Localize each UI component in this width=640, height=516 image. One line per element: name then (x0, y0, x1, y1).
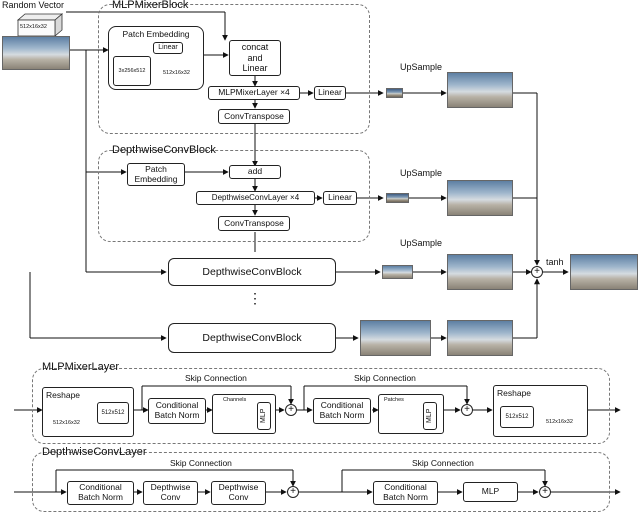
mlp-box-2: MLP (423, 402, 437, 430)
reshape-dims-d: 512x16x32 (546, 419, 573, 425)
linear-box-1: Linear (314, 86, 346, 100)
sum-node-mlp-1: + (285, 404, 297, 416)
channels-label: Channels (223, 397, 247, 403)
dw-sum-node-2: + (539, 486, 551, 498)
reshape-label-1: Reshape (46, 390, 81, 400)
depthwise-conv-layer-region (32, 452, 610, 512)
dw-skip-connection-label-2: Skip Connection (412, 458, 474, 468)
upsample-label-1: UpSample (400, 62, 443, 72)
dw-conditional-batch-norm-1: Conditional Batch Norm (67, 481, 134, 505)
random-vector-dims: 512x16x32 (20, 24, 47, 30)
mlp-mixer-block-region (98, 4, 370, 134)
sum-node: + (531, 266, 543, 278)
concat-linear-box: concat and Linear (229, 40, 281, 76)
depthwise-conv-box-2: Depthwise Conv (211, 481, 266, 505)
upsampled-image-2 (447, 180, 513, 216)
mlp-mixer-layer-title: MLPMixerLayer (42, 361, 120, 373)
dw-skip-connection-label-1: Skip Connection (170, 458, 232, 468)
mlp-box-1: MLP (257, 402, 271, 430)
input-image (2, 36, 70, 70)
upsample-label-2: UpSample (400, 168, 443, 178)
patches-label: Patches (384, 397, 404, 403)
dw-mlp-box: MLP (463, 482, 518, 502)
depthwise-conv-layer-box: DepthwiseConvLayer ×4 (196, 191, 315, 205)
tanh-label: tanh (546, 257, 564, 267)
feature-thumb-1 (386, 88, 403, 98)
linear-box-small: Linear (153, 42, 183, 54)
mlp-mixer-block-title: MLPMixerBlock (112, 0, 189, 11)
feature-thumb-2 (386, 193, 409, 203)
upsampled-image-1 (447, 72, 513, 108)
reshape-label-2: Reshape (497, 388, 532, 398)
patch-dims-b: 512x16x32 (163, 70, 190, 76)
depthwise-conv-block-1: DepthwiseConvBlock (168, 258, 336, 286)
conditional-batch-norm-1: Conditional Batch Norm (148, 398, 206, 424)
linear-box-2: Linear (323, 191, 357, 205)
reshape-dims-c: 512x512 (500, 406, 534, 428)
conditional-batch-norm-2: Conditional Batch Norm (313, 398, 371, 424)
patch-embedding-label: Patch Embedding (122, 29, 190, 39)
feature-image-4 (360, 320, 431, 356)
add-box: add (229, 165, 281, 179)
upsampled-image-4 (447, 320, 513, 356)
dw-conditional-batch-norm-2: Conditional Batch Norm (373, 481, 438, 505)
dw-sum-node-1: + (287, 486, 299, 498)
skip-connection-label-2: Skip Connection (354, 373, 416, 383)
reshape-dims-b: 512x512 (97, 402, 129, 424)
patch-embedding-box-2: Patch Embedding (127, 163, 185, 186)
conv-transpose-box-2: ConvTranspose (218, 216, 290, 231)
upsampled-image-3 (447, 254, 513, 290)
conv-transpose-box-1: ConvTranspose (218, 109, 290, 124)
depthwise-conv-block-title: DepthwiseConvBlock (112, 144, 216, 156)
mlp-mixer-layer-box: MLPMixerLayer ×4 (208, 86, 300, 100)
depthwise-conv-layer-title: DepthwiseConvLayer (42, 446, 147, 458)
depthwise-conv-box-1: Depthwise Conv (143, 481, 198, 505)
output-image (570, 254, 638, 290)
random-vector-label: Random Vector (2, 0, 65, 10)
ellipsis-dots: ⋮ (248, 290, 262, 306)
skip-connection-label-1: Skip Connection (185, 373, 247, 383)
upsample-label-3: UpSample (400, 238, 443, 248)
patch-dims-a: 3x256x512 (113, 56, 151, 86)
depthwise-conv-block-2: DepthwiseConvBlock (168, 323, 336, 353)
reshape-dims-a: 512x16x32 (53, 420, 80, 426)
mlp-mixer-layer-region (32, 368, 610, 444)
depthwise-conv-block-region (98, 150, 370, 242)
feature-thumb-3 (382, 265, 413, 279)
sum-node-mlp-2: + (461, 404, 473, 416)
